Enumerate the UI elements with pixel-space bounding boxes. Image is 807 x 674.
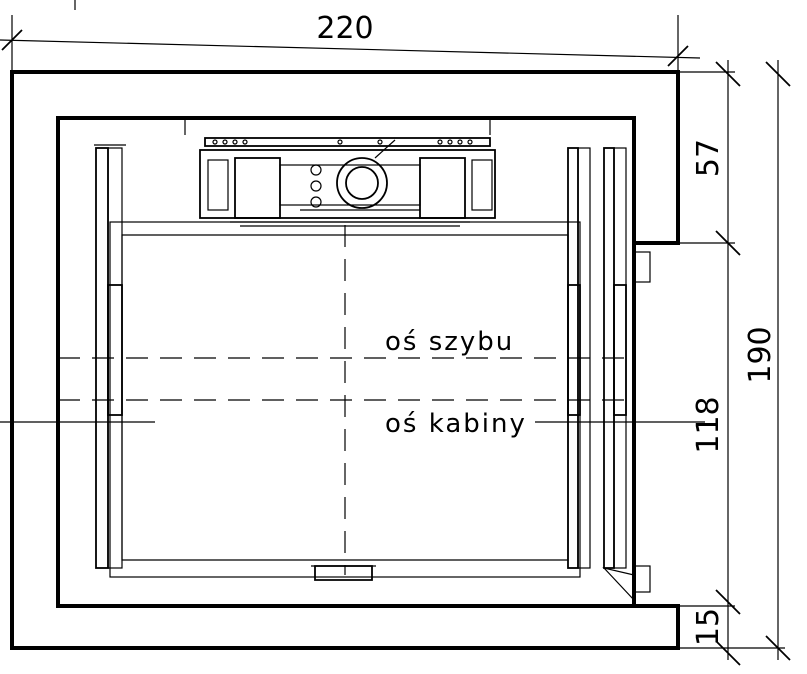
drive-machine: [184, 118, 496, 227]
dimension-right-outer: [678, 60, 791, 661]
dimension-shaft-depth: 190: [743, 326, 778, 383]
dimension-cabin-axis-offset: 118: [691, 396, 726, 453]
dimension-machine-depth: 57: [691, 139, 726, 177]
dimension-right-inner: [678, 60, 741, 666]
axis-lines: [0, 225, 705, 575]
dimension-bottom-wall: 15: [691, 608, 726, 646]
cabin-axis-label: oś kabiny: [385, 409, 527, 439]
dimension-shaft-width: 220: [316, 11, 373, 46]
dimension-top: [0, 15, 701, 72]
shaft-axis-label: oś szybu: [385, 327, 514, 357]
